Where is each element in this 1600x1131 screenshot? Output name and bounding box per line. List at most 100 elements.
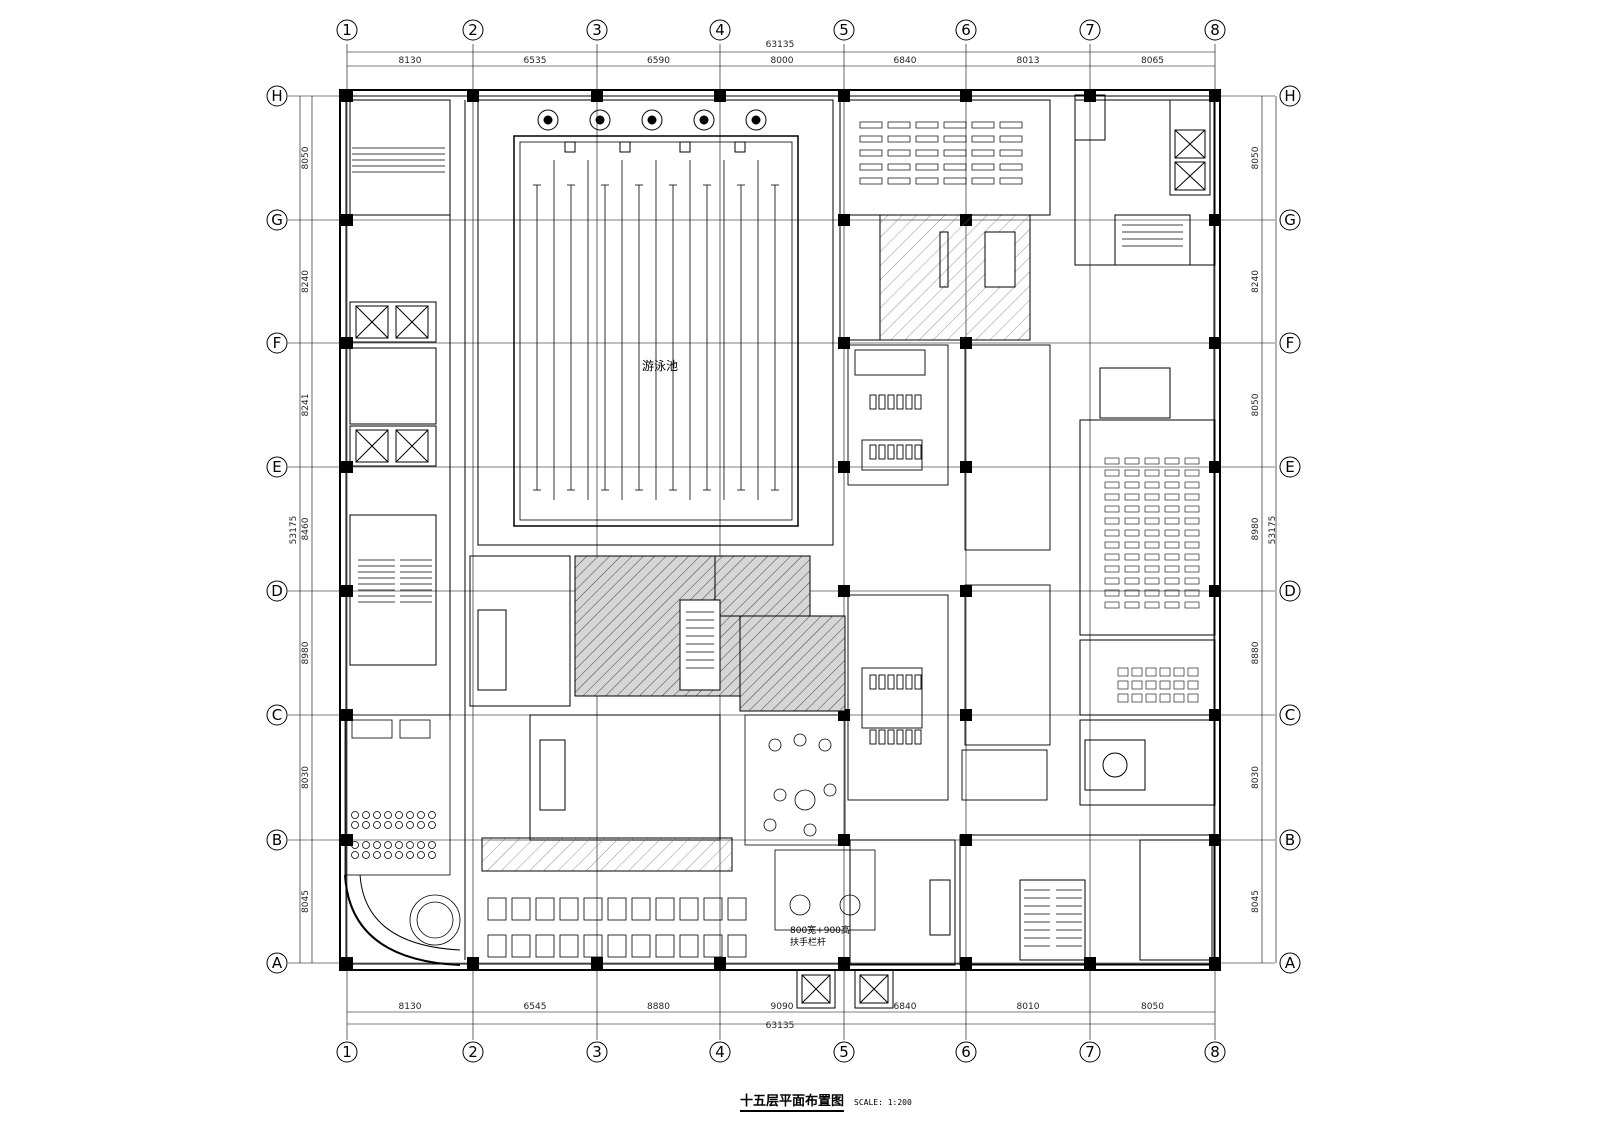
axis-bubble-row-H: H	[1279, 85, 1301, 107]
axis-bubble-col-2: 2	[462, 1041, 484, 1063]
axis-bubble-row-E: E	[1279, 456, 1301, 478]
column	[714, 957, 726, 969]
axis-label-row: G	[1284, 211, 1296, 229]
axis-label-col: 7	[1085, 21, 1095, 39]
column	[341, 90, 353, 102]
axis-label-row: A	[1285, 954, 1296, 972]
axis-bubble-row-F: F	[266, 332, 288, 354]
dim-top: 6840	[894, 56, 917, 66]
dim-right: 8050	[1251, 146, 1261, 169]
axis-label-row: B	[272, 831, 282, 849]
left-core	[349, 99, 466, 960]
column	[838, 834, 850, 846]
column	[467, 957, 479, 969]
axis-label-row: D	[1284, 582, 1296, 600]
axis-label-row: F	[1286, 334, 1295, 352]
axis-bubble-row-F: F	[1279, 332, 1301, 354]
dim-right: 8050	[1251, 393, 1261, 416]
axis-label-row: G	[271, 211, 283, 229]
axis-label-row: H	[1284, 87, 1295, 105]
axis-bubble-row-G: G	[1279, 209, 1301, 231]
column	[591, 957, 603, 969]
total-width-top: 63135	[766, 40, 795, 50]
axis-bubble-col-6: 6	[955, 1041, 977, 1063]
dim-top: 8013	[1017, 56, 1040, 66]
column	[1209, 90, 1221, 102]
dim-bottom: 9090	[771, 1002, 794, 1012]
total-height-left: 53175	[289, 516, 299, 545]
axis-bubble-col-1: 1	[336, 1041, 358, 1063]
bottom-shafts	[796, 969, 894, 1009]
dim-top: 6590	[647, 56, 670, 66]
axis-bubble-col-7: 7	[1079, 19, 1101, 41]
column	[960, 834, 972, 846]
dim-right: 8240	[1251, 270, 1261, 293]
dim-left: 8980	[301, 641, 311, 664]
axis-bubble-col-2: 2	[462, 19, 484, 41]
pool-label: 游泳池	[642, 359, 678, 373]
axis-bubble-col-5: 5	[833, 19, 855, 41]
axis-bubble-row-E: E	[266, 456, 288, 478]
lounge-seating	[487, 897, 747, 958]
axis-label-col: 4	[715, 1043, 725, 1061]
structural-columns	[341, 90, 1221, 969]
exterior-walls	[339, 89, 1221, 971]
axis-bubble-col-3: 3	[586, 19, 608, 41]
axis-label-row: F	[273, 334, 282, 352]
column	[341, 834, 353, 846]
axis-label-row: E	[1285, 458, 1294, 476]
axis-bubble-row-D: D	[1279, 580, 1301, 602]
railing-note-2: 扶手栏杆	[790, 936, 826, 948]
column	[341, 957, 353, 969]
column	[960, 585, 972, 597]
axis-bubble-row-C: C	[266, 704, 288, 726]
axis-bubble-row-A: A	[1279, 952, 1301, 974]
axis-bubble-col-6: 6	[955, 19, 977, 41]
column	[838, 585, 850, 597]
dim-top: 8130	[399, 56, 422, 66]
column	[1084, 90, 1096, 102]
column	[341, 337, 353, 349]
axis-label-col: 5	[839, 21, 849, 39]
axis-label-col: 6	[961, 21, 971, 39]
axis-label-row: C	[1285, 706, 1295, 724]
axis-label-col: 8	[1210, 21, 1220, 39]
axis-label-col: 6	[961, 1043, 971, 1061]
axis-bubble-row-D: D	[266, 580, 288, 602]
column	[467, 90, 479, 102]
dim-right: 8980	[1251, 517, 1261, 540]
dim-bottom: 8880	[647, 1002, 670, 1012]
column	[1084, 957, 1096, 969]
axis-bubble-col-3: 3	[586, 1041, 608, 1063]
axis-bubble-col-4: 4	[709, 19, 731, 41]
total-height-right: 53175	[1268, 516, 1278, 545]
drawing-title: 十五层平面布置图	[740, 1090, 845, 1112]
axis-bubble-col-7: 7	[1079, 1041, 1101, 1063]
drawing-title-block: 十五层平面布置图 SCALE: 1:200	[740, 1090, 912, 1112]
column	[714, 90, 726, 102]
railing-note: 800宽+900高	[790, 924, 850, 936]
axis-label-col: 7	[1085, 1043, 1095, 1061]
column	[341, 585, 353, 597]
cafe-area	[744, 714, 876, 931]
axis-bubble-row-B: B	[1279, 829, 1301, 851]
dim-top: 8065	[1141, 56, 1164, 66]
dim-bottom: 6545	[524, 1002, 547, 1012]
column	[838, 214, 850, 226]
central-core	[469, 555, 846, 872]
axis-label-row: A	[272, 954, 283, 972]
dim-bottom: 6840	[894, 1002, 917, 1012]
dining-room-left	[344, 714, 461, 966]
axis-bubble-row-G: G	[266, 209, 288, 231]
total-width-bottom: 63135	[766, 1021, 795, 1031]
swimming-pool	[477, 99, 834, 546]
axis-label-col: 1	[342, 1043, 352, 1061]
axis-label-row: D	[271, 582, 283, 600]
axis-label-row: C	[272, 706, 282, 724]
axis-label-col: 3	[592, 21, 602, 39]
column	[838, 957, 850, 969]
axis-label-col: 2	[468, 1043, 478, 1061]
column	[960, 709, 972, 721]
axis-bubble-col-1: 1	[336, 19, 358, 41]
